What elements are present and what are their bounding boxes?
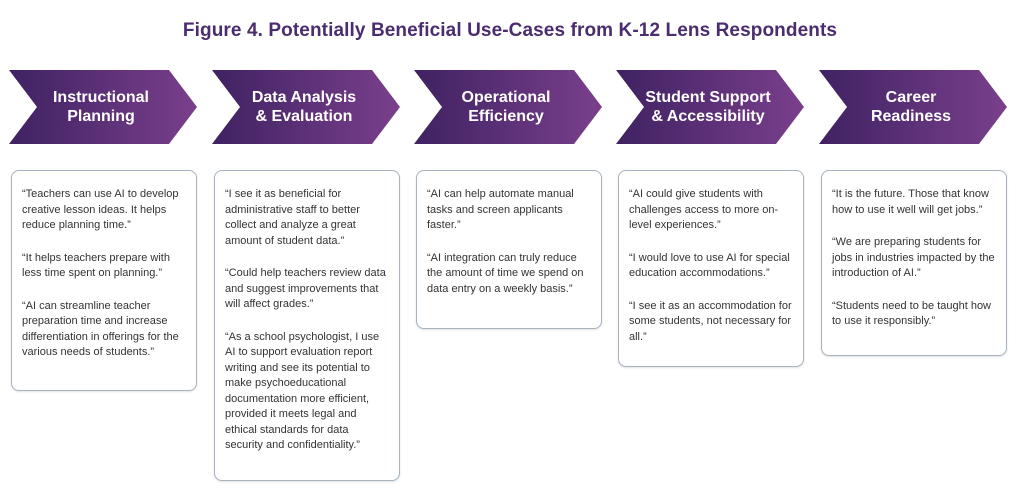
quote: “I see it as an accommodation for some s…: [629, 299, 792, 343]
chevron-shape: [616, 70, 804, 144]
quote: “Teachers can use AI to develop creative…: [22, 188, 179, 231]
quote: “I would love to use AI for special educ…: [629, 251, 790, 280]
quote-card-data-analysis: “I see it as beneficial for administrati…: [214, 170, 400, 481]
quote: “AI can streamline teacher preparation t…: [22, 299, 179, 359]
quote: “It is the future. Those that know how t…: [832, 188, 989, 216]
quote: “As a school psychologist, I use AI to s…: [225, 330, 380, 452]
quote: “AI could give students with challenges …: [629, 188, 779, 231]
chevron-shape: [212, 70, 400, 144]
quote: “AI integration can truly reduce the amo…: [427, 251, 584, 295]
chevron-label-line1: Instructional: [52, 89, 149, 106]
quote-card-instructional-planning: “Teachers can use AI to develop creative…: [11, 170, 197, 391]
chevron-label-line2: Planning: [67, 108, 135, 125]
chevron-student-support: Student Support & Accessibility: [616, 70, 806, 144]
quote: “We are preparing students for jobs in i…: [832, 236, 995, 279]
chevron-data-analysis: Data Analysis & Evaluation: [212, 70, 402, 144]
chevron-label-line2: & Evaluation: [255, 108, 353, 125]
quote: “Could help teachers review data and sug…: [225, 267, 386, 310]
chevron-label-line1: Data Analysis: [251, 89, 357, 106]
chevron-instructional-planning: Instructional Planning: [9, 70, 199, 144]
chevron-shape: [819, 70, 1007, 144]
chevron-label-line2: Readiness: [870, 108, 952, 125]
chevron-shape: [9, 70, 197, 144]
quote-card-career-readiness: “It is the future. Those that know how t…: [821, 170, 1007, 356]
chevron-label-line2: & Accessibility: [651, 108, 765, 125]
figure-title: Figure 4. Potentially Beneficial Use-Cas…: [182, 20, 838, 41]
quote: “AI can help automate manual tasks and s…: [427, 188, 574, 231]
chevron-operational-efficiency: Operational Efficiency: [414, 70, 604, 144]
chevron-career-readiness: Career Readiness: [819, 70, 1009, 144]
chevron-label-line1: Student Support: [645, 89, 771, 106]
quote-card-student-support: “AI could give students with challenges …: [618, 170, 804, 367]
chevron-label-line2: Efficiency: [468, 108, 544, 125]
chevron-label-line1: Career: [885, 89, 937, 106]
chevron-label-line1: Operational: [461, 89, 551, 106]
quote: “It helps teachers prepare with less tim…: [22, 251, 170, 280]
quote-card-operational-efficiency: “AI can help automate manual tasks and s…: [416, 170, 602, 329]
quote: “I see it as beneficial for administrati…: [225, 188, 360, 247]
quote: “Students need to be taught how to use i…: [832, 299, 992, 328]
chevron-shape: [414, 70, 602, 144]
